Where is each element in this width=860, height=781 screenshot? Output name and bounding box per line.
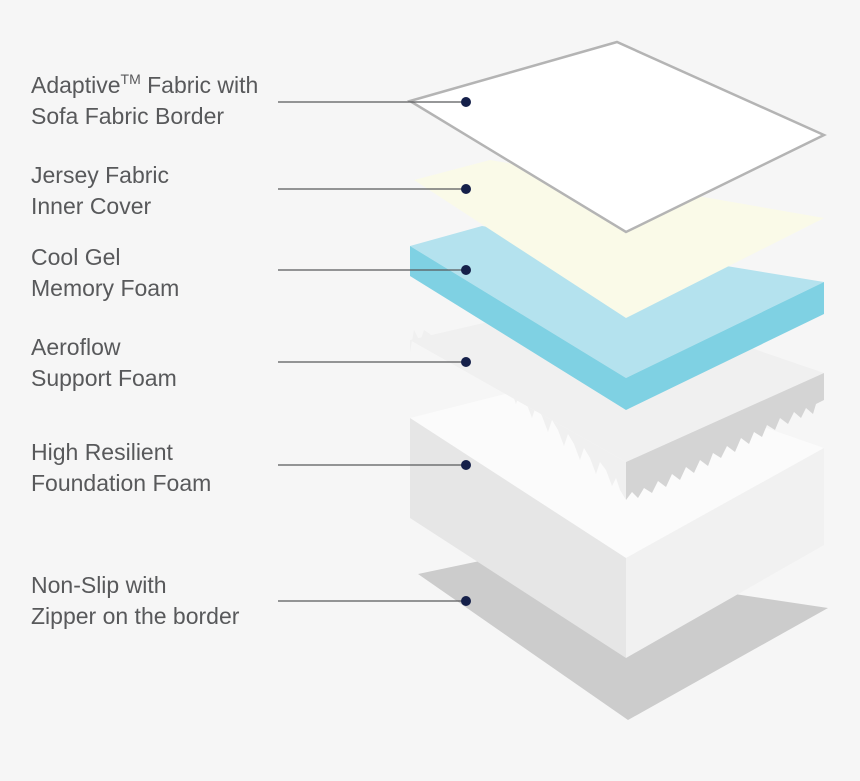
marker-dots <box>461 97 471 606</box>
label-support-line1: Aeroflow <box>31 334 121 360</box>
label-gel-line2: Memory Foam <box>31 275 180 301</box>
label-gel-line1: Cool Gel <box>31 244 121 270</box>
label-non-slip-line2: Zipper on the border <box>31 603 240 629</box>
label-jersey-line1: Jersey Fabric <box>31 162 170 188</box>
label-foundation-line1: High Resilient <box>31 439 173 465</box>
marker-dot-foundation <box>461 460 471 470</box>
marker-dot-gel <box>461 265 471 275</box>
label-foundation-line2: Foundation Foam <box>31 470 212 496</box>
label-non-slip-line1: Non-Slip with <box>31 572 167 598</box>
marker-dot-jersey <box>461 184 471 194</box>
label-jersey-fabric: Jersey Fabric Inner Cover <box>31 160 331 222</box>
jersey-inner-cover-layer <box>414 160 824 318</box>
label-adaptive-line2: Sofa Fabric Border <box>31 103 225 129</box>
label-high-resilient: High Resilient Foundation Foam <box>31 437 331 499</box>
label-adaptive-line1: AdaptiveTM Fabric with <box>31 64 331 101</box>
marker-dot-support <box>461 357 471 367</box>
marker-dot-adaptive <box>461 97 471 107</box>
label-cool-gel: Cool Gel Memory Foam <box>31 242 331 304</box>
marker-dot-non-slip <box>461 596 471 606</box>
label-adaptive-rest: Fabric with <box>140 72 259 98</box>
adaptive-fabric-cover-layer <box>406 40 827 234</box>
leader-lines <box>278 101 466 602</box>
label-support-line2: Support Foam <box>31 365 177 391</box>
label-jersey-line2: Inner Cover <box>31 193 152 219</box>
label-adaptive-fabric: AdaptiveTM Fabric with Sofa Fabric Borde… <box>31 64 331 132</box>
label-adaptive-word: Adaptive <box>31 72 121 98</box>
trademark-mark: TM <box>120 71 141 87</box>
label-aeroflow: Aeroflow Support Foam <box>31 332 331 394</box>
label-non-slip: Non-Slip with Zipper on the border <box>31 570 331 632</box>
